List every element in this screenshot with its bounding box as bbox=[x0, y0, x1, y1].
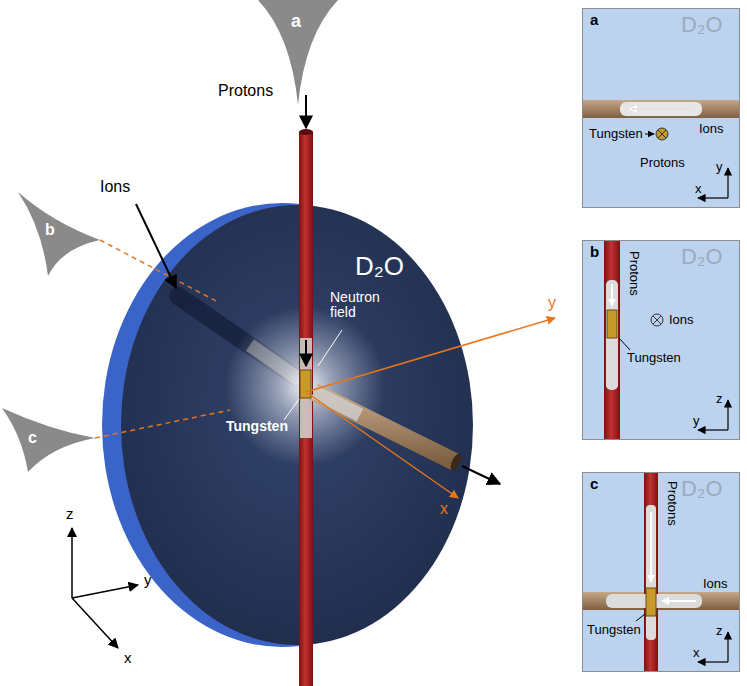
part-label: Tungsten bbox=[226, 419, 288, 434]
axis-label: x bbox=[124, 650, 132, 667]
view-line bbox=[100, 240, 218, 302]
ion-pipe bbox=[583, 100, 739, 118]
tungsten-target bbox=[656, 128, 668, 140]
inset-panel: b D₂O ProtonsIonsTungsten z y bbox=[582, 240, 740, 440]
proton-arrow bbox=[611, 284, 613, 306]
beam-channel bbox=[300, 338, 312, 438]
axis-y bbox=[306, 318, 555, 392]
into-page-mark bbox=[658, 130, 666, 138]
ion-channel bbox=[620, 102, 702, 116]
axis-label: z bbox=[66, 506, 74, 523]
axis bbox=[698, 429, 728, 430]
panel-ground bbox=[582, 240, 740, 440]
axis bbox=[698, 661, 728, 662]
ion-arrow bbox=[630, 108, 692, 110]
part-label: Ions bbox=[100, 178, 130, 196]
part-label: Ions bbox=[669, 313, 694, 327]
part-label: Neutron field bbox=[330, 290, 394, 321]
leader-line bbox=[645, 134, 654, 135]
axis-label: y bbox=[548, 294, 556, 312]
leader-line bbox=[284, 399, 299, 420]
axis-label: x bbox=[440, 500, 448, 518]
leader-line bbox=[318, 330, 342, 366]
part-label: Tungsten bbox=[589, 127, 643, 141]
proton-arrow bbox=[650, 512, 652, 582]
view-letter: b bbox=[45, 221, 55, 239]
part-label: Ions bbox=[699, 122, 724, 136]
inset-panel: c D₂OProtonsIonsTungsten z x bbox=[582, 472, 740, 672]
panel-ground bbox=[582, 8, 740, 208]
ion-arrow bbox=[462, 466, 500, 484]
beam-end bbox=[299, 129, 313, 135]
axis-label: y bbox=[693, 414, 700, 428]
axis-label: z bbox=[716, 624, 723, 638]
axis bbox=[698, 197, 728, 198]
view-cone bbox=[18, 192, 100, 276]
axis bbox=[72, 585, 138, 598]
axis bbox=[727, 400, 728, 430]
axis-x bbox=[306, 392, 458, 498]
leader-line bbox=[619, 338, 630, 350]
material-label: D₂O bbox=[681, 477, 723, 501]
axis bbox=[727, 168, 728, 198]
beam-channel bbox=[646, 505, 656, 640]
part-label: Protons bbox=[218, 82, 273, 100]
ion-arrow bbox=[662, 600, 696, 602]
axis-label: x bbox=[693, 646, 700, 660]
material-label: D₂O bbox=[681, 13, 723, 37]
into-page-mark bbox=[651, 314, 663, 326]
panel-letter: a bbox=[590, 12, 598, 29]
ion-pipe bbox=[583, 592, 739, 610]
leader-line bbox=[636, 614, 645, 621]
ion-arrow bbox=[136, 204, 176, 288]
tungsten-target bbox=[646, 588, 656, 616]
proton-beam bbox=[604, 241, 620, 439]
ion-channel bbox=[314, 392, 360, 415]
proton-beam bbox=[299, 132, 313, 686]
axis-label: z bbox=[716, 392, 723, 406]
part-label: Ions bbox=[703, 577, 728, 591]
part-label: Tungsten bbox=[587, 623, 641, 637]
view-line bbox=[95, 410, 230, 438]
axis bbox=[71, 528, 73, 598]
into-page-mark bbox=[653, 316, 661, 324]
axis bbox=[72, 598, 118, 648]
view-letter: c bbox=[28, 429, 37, 447]
part-label: Protons bbox=[627, 251, 641, 296]
proton-beam bbox=[644, 473, 658, 671]
proton-arrow bbox=[305, 340, 307, 366]
panel-ground bbox=[582, 472, 740, 672]
part-label: Tungsten bbox=[627, 351, 681, 365]
panel-letter: b bbox=[590, 244, 599, 261]
beam-channel bbox=[606, 280, 618, 390]
part-label: Protons bbox=[665, 481, 679, 526]
d2o-disk bbox=[121, 205, 473, 645]
axis-label: x bbox=[695, 182, 702, 196]
panel-letter: c bbox=[590, 476, 598, 493]
view-cone bbox=[2, 408, 95, 472]
ion-arrow-edge bbox=[632, 109, 692, 110]
axis-label: y bbox=[144, 572, 152, 589]
proton-arrow bbox=[305, 95, 307, 128]
pipe-end bbox=[448, 452, 463, 472]
material-label: D₂O bbox=[355, 252, 404, 281]
tungsten-target bbox=[607, 310, 617, 338]
inset-panel: a D₂O Ions TungstenProtons yx bbox=[582, 8, 740, 208]
view-letter: a bbox=[291, 12, 301, 32]
ion-pipe bbox=[314, 392, 455, 462]
axis-label: y bbox=[716, 160, 723, 174]
axis bbox=[727, 632, 728, 662]
material-label: D₂O bbox=[681, 245, 723, 269]
part-label: Protons bbox=[640, 156, 685, 170]
